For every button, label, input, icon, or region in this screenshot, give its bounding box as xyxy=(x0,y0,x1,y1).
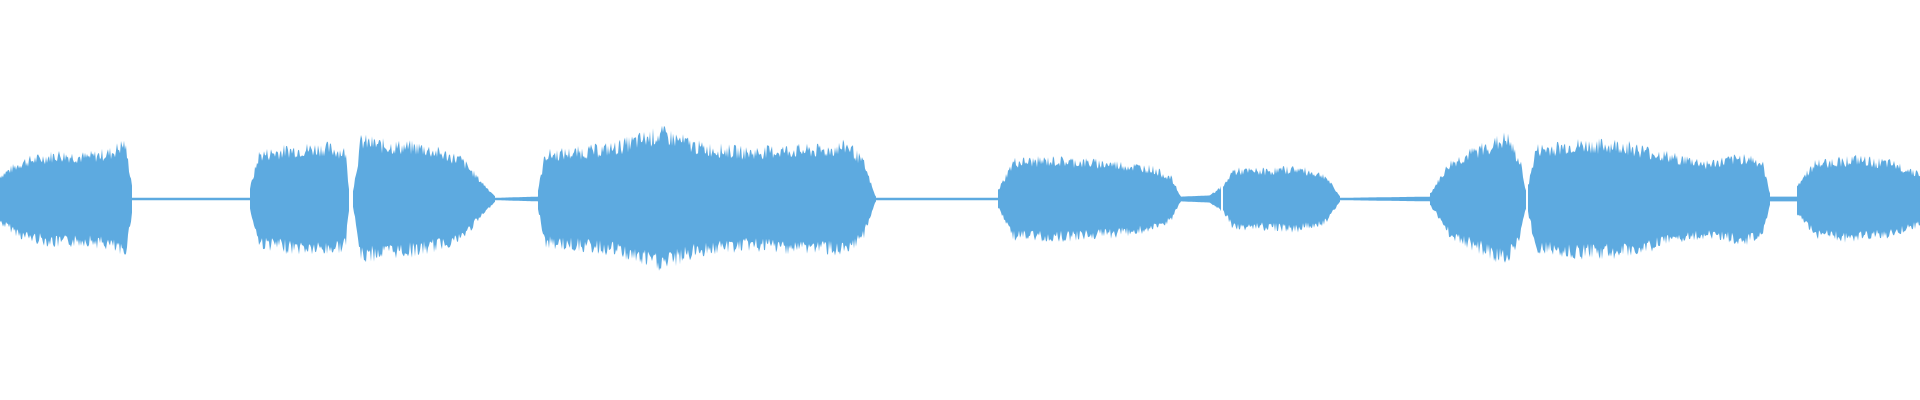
waveform-segment-6 xyxy=(1223,166,1340,233)
waveform-silence-5 xyxy=(1340,196,1430,202)
waveform-silence-6 xyxy=(1770,196,1797,202)
waveform-silence-4 xyxy=(1181,185,1221,212)
waveform-segment-3 xyxy=(353,134,495,263)
waveform-silence-3 xyxy=(876,197,998,201)
waveform-segment-4 xyxy=(538,125,876,271)
waveform-silence-1 xyxy=(132,197,250,201)
waveform-segment-7 xyxy=(1430,132,1526,263)
waveform-segment-5 xyxy=(998,156,1181,242)
waveform-segment-2 xyxy=(250,141,349,255)
waveform-segments xyxy=(0,125,1920,271)
waveform-segment-1 xyxy=(0,140,132,255)
waveform-segment-9 xyxy=(1797,154,1920,243)
waveform-silence-2 xyxy=(495,196,538,202)
waveform-segment-8 xyxy=(1528,138,1770,260)
